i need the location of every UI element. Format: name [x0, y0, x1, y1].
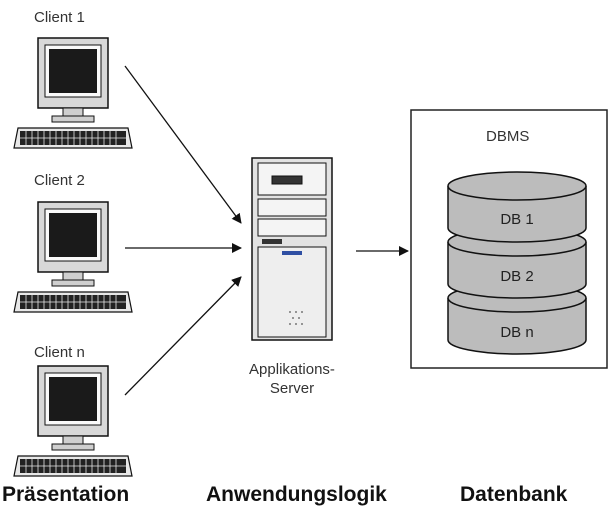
tier-presentation-label: Präsentation	[2, 483, 130, 506]
client-1-computer-icon	[13, 37, 133, 149]
client-1-label: Client 1	[34, 9, 85, 26]
db-2-label: DB 2	[500, 268, 533, 285]
server-label-line2: Server	[269, 380, 315, 397]
server-tower-icon	[251, 157, 333, 341]
arrow-client1-to-server	[124, 65, 242, 224]
db-1-disk	[447, 171, 587, 243]
arrow-clientn-to-server	[124, 276, 242, 396]
client-n-computer-icon	[13, 365, 133, 477]
server-label-line1: Applikations-	[249, 361, 335, 378]
client-2-computer-icon	[13, 201, 133, 313]
dbms-title: DBMS	[486, 128, 530, 145]
server-label: Applikations- Server	[232, 360, 352, 398]
client-n-label: Client n	[34, 344, 85, 361]
db-1-label: DB 1	[500, 211, 533, 228]
tier-logic-label: Anwendungslogik	[206, 483, 387, 506]
client-2-label: Client 2	[34, 172, 85, 189]
tier-data-label: Datenbank	[460, 483, 568, 506]
db-n-label: DB n	[500, 324, 533, 341]
